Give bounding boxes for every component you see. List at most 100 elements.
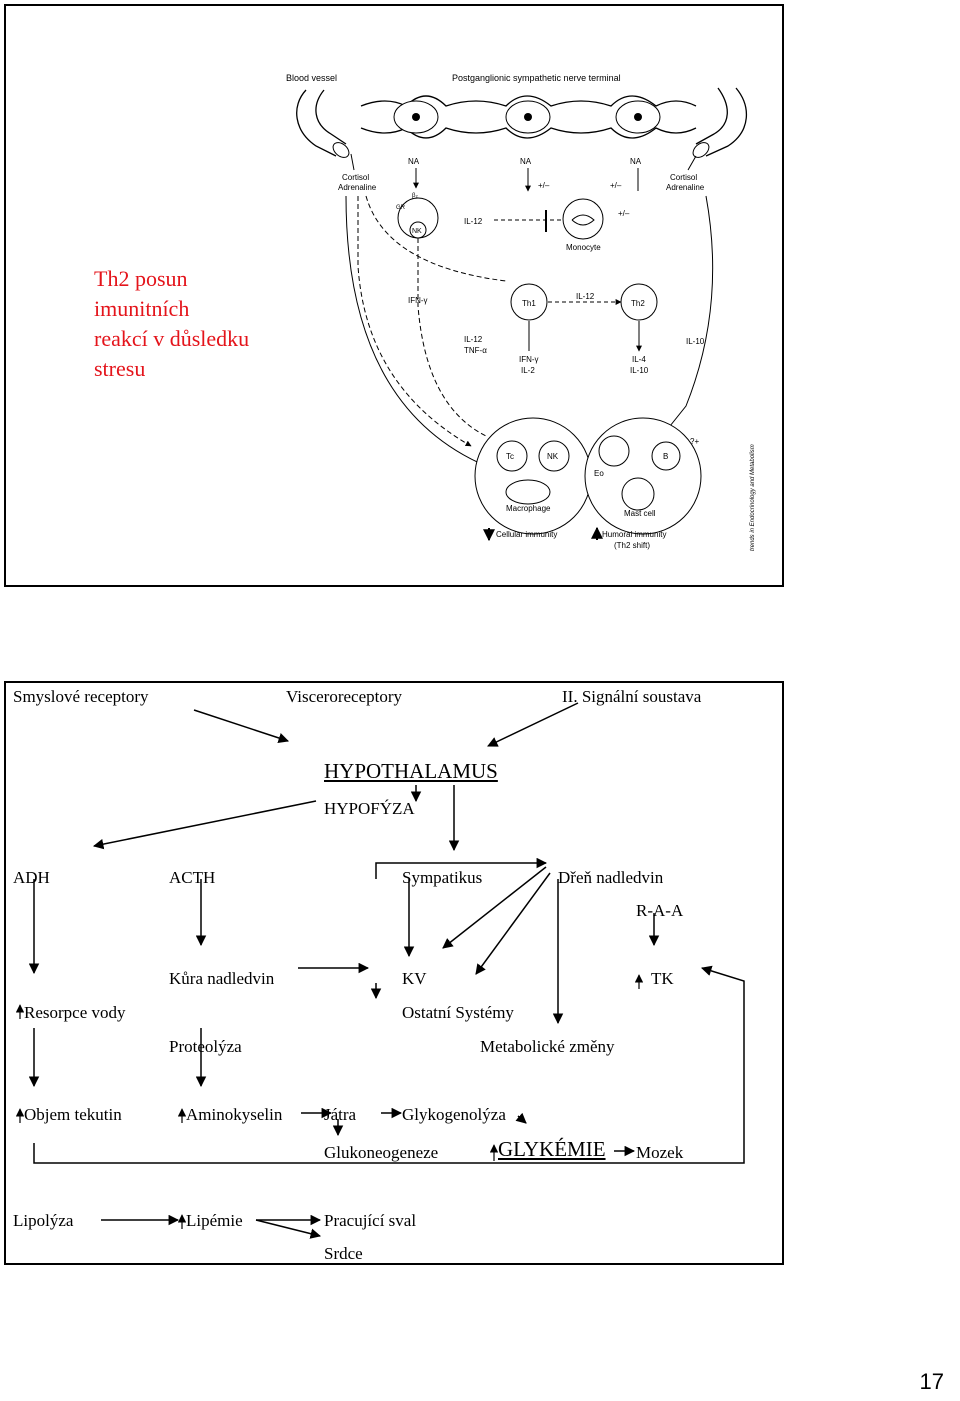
resorpce-vody: Resorpce vody [24,1003,126,1022]
aminokyselin: Aminokyselin [186,1105,283,1124]
slide-stress-response: Smyslové receptory Visceroreceptory II. … [4,681,784,1265]
th1-cell [510,283,548,321]
ostatni-systemy: Ostatní Systémy [402,1003,514,1022]
source-label: trends in Endocrinology and Metabolism [750,444,756,551]
arrow [487,702,579,747]
jatra: Játra [324,1105,357,1124]
tnf-label: TNF-α [464,346,487,355]
hypofyza: HYPOFÝZA [324,799,415,818]
nerve-terminal-label: Postganglionic sympathetic nerve termina… [452,73,621,83]
arrow [255,1219,322,1239]
plusminus-label: +/– [538,181,550,190]
arrow [375,857,548,879]
mozek: Mozek [636,1143,684,1162]
arrow [475,872,551,975]
na-label: NA [520,157,532,166]
slide-immune-shift: Th2 posun imunitních reakcí v důsledku s… [4,4,784,587]
nk-cell [538,440,570,472]
varicosity-dot [634,113,642,121]
blood-vessel-right [695,87,748,157]
mast-cell-label: Mast cell [624,509,656,518]
title-line: stresu [94,356,146,381]
nk-label: NK [412,228,422,235]
slide-title: Th2 posun imunitních reakcí v důsledku s… [94,264,314,384]
title-line: imunitních [94,296,190,321]
hypothalamus: HYPOTHALAMUS [324,759,498,783]
r-a-a: R-A-A [636,901,684,920]
il12-label: IL-12 [576,292,595,301]
acth: ACTH [169,868,216,887]
bracket-line [33,1133,745,1164]
arrow [92,800,317,850]
solid-path [345,195,487,467]
arrow [515,1112,527,1124]
eo-label: Eo [594,469,604,478]
monocyte-nucleus [571,214,595,226]
objem-tekutin: Objem tekutin [24,1105,122,1124]
metabolicke-zmeny: Metabolické změny [480,1037,615,1056]
arrow [700,965,745,1133]
blood-vessel-label: Blood vessel [286,73,337,83]
lipemie: Lipémie [186,1211,243,1230]
adh: ADH [13,868,50,887]
blood-vessel-left [296,89,347,157]
arrow [442,866,547,949]
gr-label: GR [396,205,406,211]
cortisol-pointer [350,153,355,171]
th2-shift-label: (Th2 shift) [614,541,650,550]
il12-label: IL-12 [464,335,483,344]
na-label: NA [408,157,420,166]
title-line: reakcí v důsledku [94,326,250,351]
il12-label: IL-12 [464,217,483,226]
pracujici-sval: Pracující sval [324,1211,417,1230]
vessel-end-right [692,142,710,158]
glukoneogeneze: Glukoneogeneze [324,1143,439,1162]
tc-cell [496,440,528,472]
visceroreceptory: Visceroreceptory [286,687,403,706]
th2-label: Th2 [631,299,645,308]
th1-label: Th1 [522,299,536,308]
title-line: Th2 posun [94,266,188,291]
nk-path [417,238,487,437]
kura-nadledvin: Kůra nadledvin [169,969,275,988]
eo-cell [598,435,630,467]
solid-path [605,195,714,507]
ifn-gamma-label: IFN-γ [519,355,539,364]
il4-label: IL-4 [632,355,646,364]
nk-label: NK [547,452,559,461]
immune-diagram: Blood vessel Postganglionic sympathetic … [286,73,756,551]
lipolyza: Lipolýza [13,1211,74,1230]
glykemie: GLYKÉMIE [498,1137,606,1161]
question-plus: ?+ [690,437,699,446]
proteolyza: Proteolýza [169,1037,242,1056]
tc-label: Tc [506,452,514,461]
mast-cell [621,477,655,511]
il2-label: IL-2 [521,366,535,375]
ifn-gamma-label: IFN-γ [408,296,428,305]
cellular-group [474,417,592,535]
cortisol-path [365,195,507,282]
varicosity-dot [524,113,532,121]
macrophage-label: Macrophage [506,504,551,513]
kv: KV [402,969,427,988]
page-number: 17 [919,1369,944,1394]
plusminus-label: +/– [610,181,622,190]
cortisol-path [357,196,472,447]
stress-arrows [15,702,745,1239]
b-cell [651,441,681,471]
sympatikus: Sympatikus [402,868,483,887]
srdce: Srdce [324,1244,363,1263]
glykogenolyza: Glykogenolýza [402,1105,506,1124]
adrenaline-label: Adrenaline [666,183,705,192]
signalni-soustava: II. Signální soustava [562,687,702,706]
adrenaline-label: Adrenaline [338,183,377,192]
cortisol-label: Cortisol [670,173,697,182]
il10-label: IL-10 [686,337,705,346]
cellular-immunity-label: Cellular immunity [496,530,557,539]
monocyte-label: Monocyte [566,243,601,252]
macrophage-cell [505,479,551,505]
tk: TK [651,969,674,988]
beta2-label: β₂ [412,193,418,199]
arrow [193,709,289,744]
cortisol-label: Cortisol [342,173,369,182]
